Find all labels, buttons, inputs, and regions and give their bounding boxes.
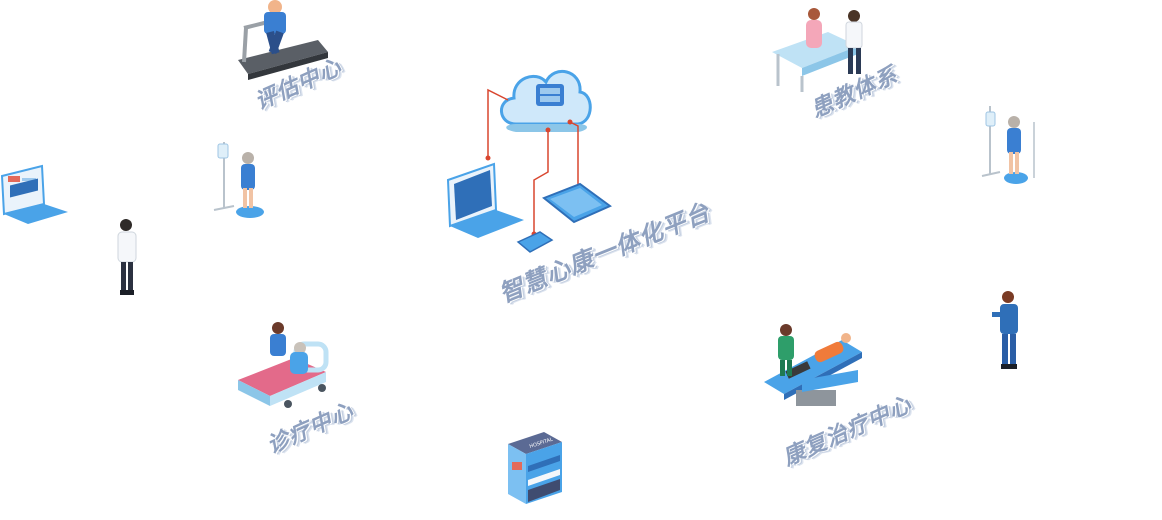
hospital-building-icon: HOSPITAL	[508, 432, 562, 504]
rehab-table-illustration	[764, 324, 862, 406]
tablet-icon	[542, 182, 612, 224]
laptop-left-icon	[0, 164, 68, 224]
laptop-center-icon	[446, 162, 524, 238]
phone-icon	[516, 231, 554, 253]
iv-patient-right-figure	[981, 106, 1035, 184]
nurse-right-figure	[992, 291, 1018, 369]
doctor-left-figure	[117, 219, 137, 295]
treadmill-illustration	[238, 0, 328, 80]
iv-patient-left-figure	[213, 142, 264, 218]
hospital-bed-illustration	[238, 322, 329, 408]
patient-education-illustration	[772, 8, 863, 92]
